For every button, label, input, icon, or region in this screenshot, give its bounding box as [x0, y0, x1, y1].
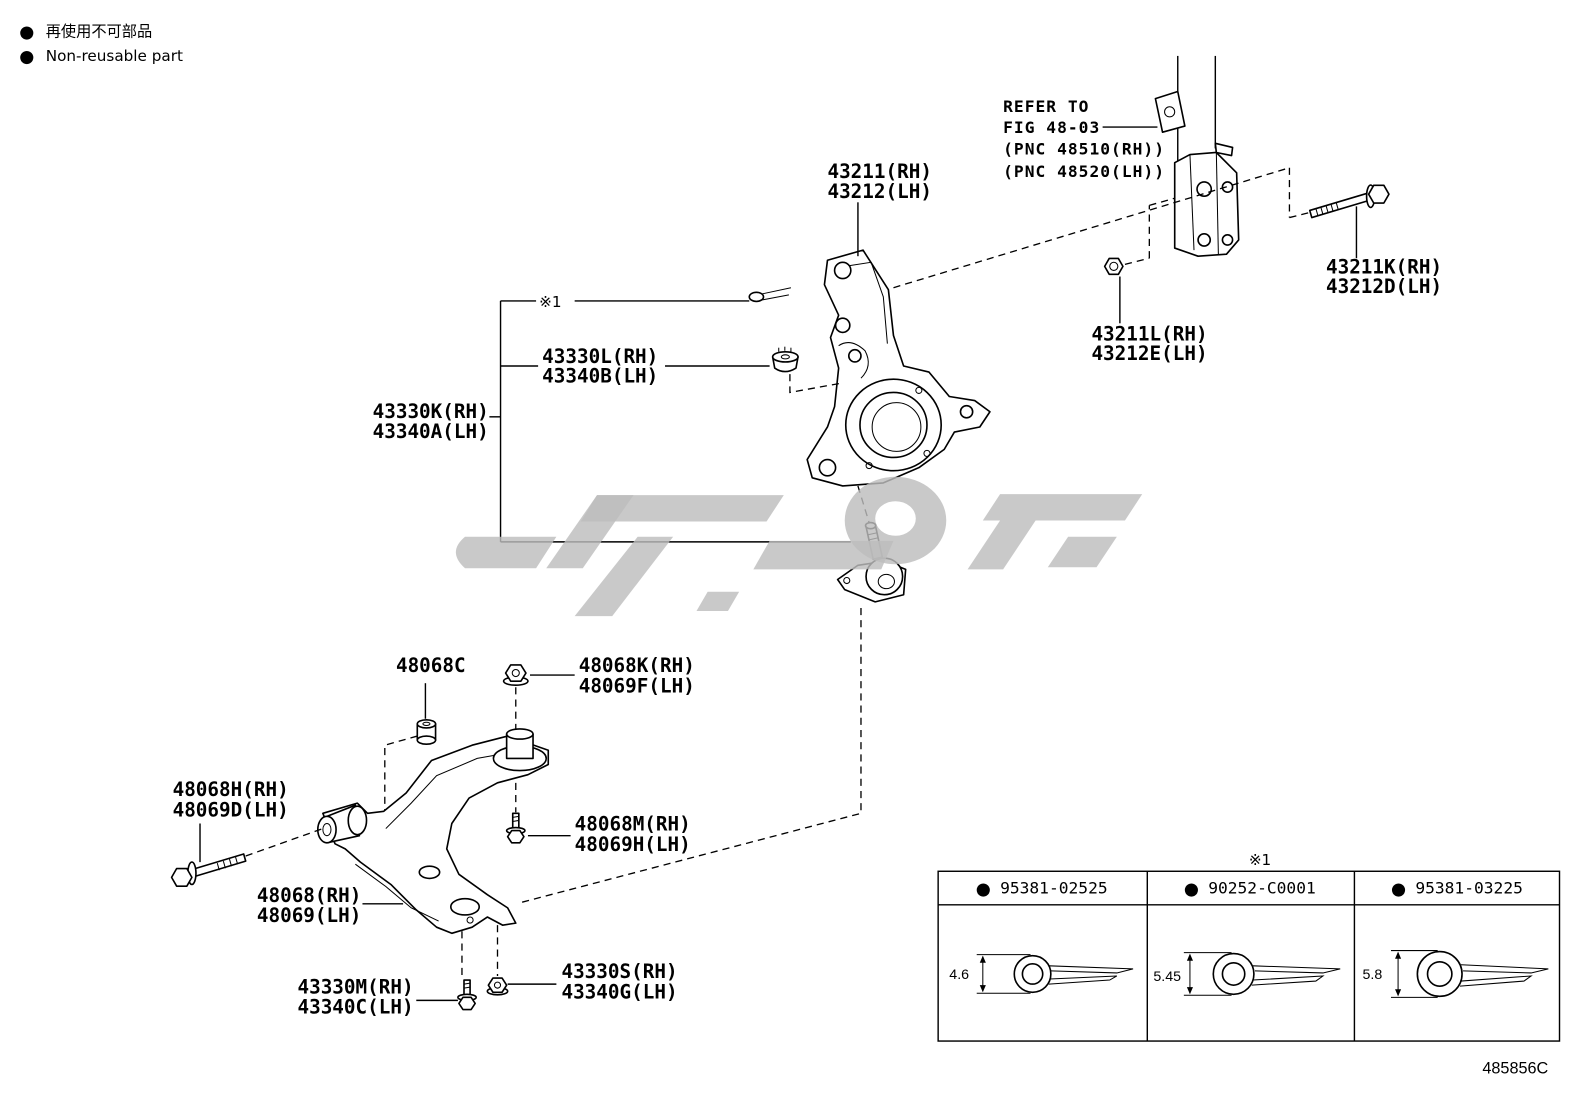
watermark-logo [455, 476, 1143, 617]
kit-col3-bullet: ● [1391, 880, 1406, 900]
callout-strut-nut-lh[interactable]: 43212E(LH) [1091, 342, 1207, 365]
kit-col1-dimension: 4.6 [949, 967, 969, 983]
callout-castle-nut-rh[interactable]: 43330L(RH) [542, 345, 658, 368]
reference-note: REFER TO FIG 48-03 (PNC 48510(RH)) (PNC … [1003, 97, 1165, 181]
callout-castle-nut-lh[interactable]: 43340B(LH) [542, 364, 658, 387]
kit-col2-part-no[interactable]: 90252-C0001 [1208, 879, 1316, 898]
callout-strut-bolt-lh[interactable]: 43212D(LH) [1326, 275, 1442, 298]
cotter-pin [748, 287, 792, 303]
kit-table: ※1 ● 95381-02525 ● 90252-C0001 ● 95381-0… [937, 851, 1561, 1042]
callout-joint-bolt-lh[interactable]: 43340C(LH) [297, 996, 413, 1019]
arm-bolt-rear [505, 812, 526, 844]
strut-assembly [1154, 55, 1240, 258]
callout-arm-nut-lh[interactable]: 48069F(LH) [579, 674, 695, 697]
joint-nut [486, 977, 509, 996]
reference-line-1: REFER TO [1003, 97, 1089, 116]
kit-table-title: ※1 [1249, 851, 1271, 869]
callout-strut-nut-rh[interactable]: 43211L(RH) [1091, 323, 1207, 346]
lower-arm [316, 728, 550, 935]
kit-col2-bullet: ● [1184, 880, 1199, 900]
legend-bullet-jp: ● [19, 23, 34, 43]
kit-col2-dimension: 5.45 [1153, 969, 1181, 985]
kit-col2-pin-drawing: 5.45 [1153, 952, 1341, 996]
callout-knuckle-rh[interactable]: 43211(RH) [827, 160, 931, 183]
kit-table-border [937, 870, 1561, 1042]
legend-text-en: Non-reusable part [46, 47, 183, 65]
callout-arm-nut-rh[interactable]: 48068K(RH) [579, 654, 695, 677]
callout-strut-bolt-rh[interactable]: 43211K(RH) [1326, 255, 1442, 278]
joint-bolt [457, 979, 477, 1011]
kit-col3-part-no[interactable]: 95381-03225 [1415, 879, 1523, 898]
kit-col1-pin-drawing: 4.6 [949, 954, 1134, 994]
callout-arm-bolt-front-lh[interactable]: 48069D(LH) [173, 798, 289, 821]
strut-nut [1103, 257, 1124, 276]
callout-ball-joint-lh[interactable]: 43340A(LH) [373, 420, 489, 443]
steering-knuckle [806, 249, 991, 487]
reference-line-4: (PNC 48520(LH)) [1003, 162, 1165, 181]
callout-arm-bolt-front-rh[interactable]: 48068H(RH) [173, 778, 289, 801]
strut-bolt [1308, 184, 1390, 219]
callout-bushing[interactable]: 48068C [396, 654, 466, 677]
callout-cotter-pin-mark[interactable]: ※1 [539, 293, 561, 311]
callout-arm-bolt-rear-rh[interactable]: 48068M(RH) [575, 813, 691, 836]
callouts: 43211(RH) 43212(LH) 43211K(RH) 43212D(LH… [173, 160, 1442, 1019]
callout-knuckle-lh[interactable]: 43212(LH) [827, 180, 931, 203]
arm-nut [502, 664, 529, 687]
callout-arm-bolt-rear-lh[interactable]: 48069H(LH) [575, 833, 691, 856]
arm-bolt-front [170, 853, 247, 888]
callout-joint-bolt-rh[interactable]: 43330M(RH) [297, 975, 413, 998]
legend: ● 再使用不可部品 ● Non-reusable part [19, 23, 183, 67]
castle-nut [771, 346, 799, 373]
reference-line-2[interactable]: FIG 48-03 [1003, 118, 1100, 137]
kit-col1-bullet: ● [976, 880, 991, 900]
callout-ball-joint-rh[interactable]: 43330K(RH) [373, 400, 489, 423]
illustration-code: 485856C [1482, 1060, 1548, 1078]
callout-joint-nut-lh[interactable]: 43340G(LH) [561, 980, 677, 1003]
callout-lower-arm-lh[interactable]: 48069(LH) [257, 904, 361, 927]
legend-text-jp: 再使用不可部品 [46, 23, 152, 41]
legend-bullet-en: ● [19, 47, 34, 67]
arm-bushing [416, 718, 437, 746]
kit-col3-pin-drawing: 5.8 [1363, 950, 1549, 998]
reference-line-3: (PNC 48510(RH)) [1003, 140, 1165, 159]
callout-lower-arm-rh[interactable]: 48068(RH) [257, 884, 361, 907]
kit-col3-dimension: 5.8 [1363, 967, 1383, 983]
callout-joint-nut-rh[interactable]: 43330S(RH) [561, 960, 677, 983]
kit-col1-part-no[interactable]: 95381-02525 [1000, 879, 1108, 898]
